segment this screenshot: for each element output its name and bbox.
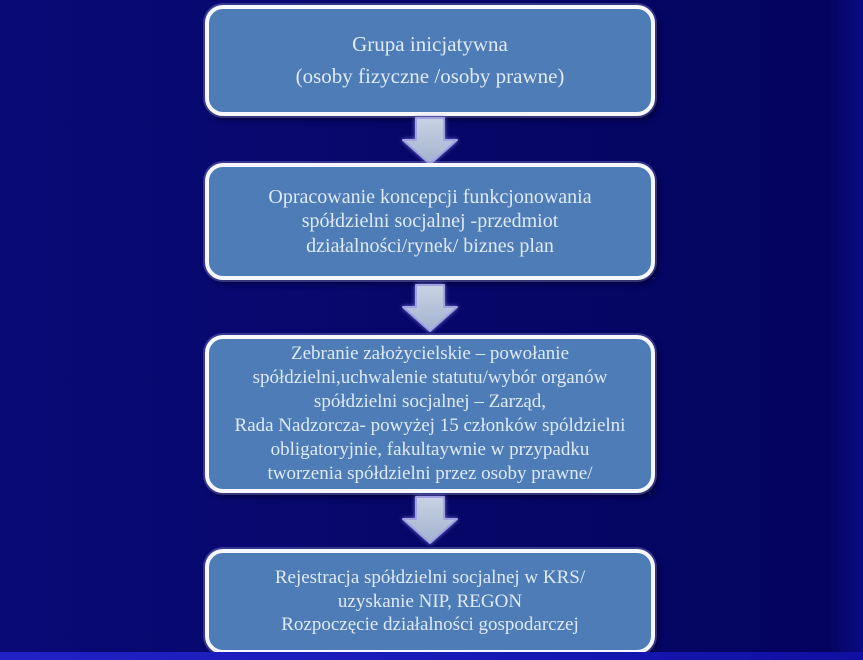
flow-step-4-line-1: Rejestracja spółdzielni socjalnej w KRS/ xyxy=(274,566,586,588)
flow-step-3-line-2: spółdzielni,uchwalenie statutu/wybór org… xyxy=(252,367,608,389)
flow-step-3-line-6: tworzenia spółdzielni przez osoby prawne… xyxy=(267,462,593,484)
flow-step-1-line-1: Grupa inicjatywna xyxy=(352,32,508,56)
flow-step-2-line-1: Opracowanie koncepcji funkcjonowania xyxy=(268,185,592,208)
flow-step-1: Grupa inicjatywna (osoby fizyczne /osoby… xyxy=(205,5,655,116)
flow-step-4: Rejestracja spółdzielni socjalnej w KRS/… xyxy=(205,549,655,654)
flow-step-4-line-2: uzyskanie NIP, REGON xyxy=(337,590,523,612)
flow-step-4-line-3: Rozpoczęcie działalności gospodarczej xyxy=(281,614,579,636)
flow-step-2-line-3: działalności/rynek/ biznes plan xyxy=(306,234,554,257)
down-arrow-icon xyxy=(402,496,458,544)
flow-step-3-line-5: obligatoryjnie, fakultaywnie w przypadku xyxy=(270,438,590,460)
flow-step-2: Opracowanie koncepcji funkcjonowania spó… xyxy=(205,163,655,280)
down-arrow-icon xyxy=(402,284,458,332)
down-arrow-icon xyxy=(402,117,458,165)
flow-step-2-line-2: spółdzielni socjalnej -przedmiot xyxy=(301,210,559,233)
slide-bottom-strip xyxy=(0,652,863,660)
flow-step-1-line-2: (osoby fizyczne /osoby prawne) xyxy=(295,63,565,88)
flow-step-3-line-4: Rada Nadzorcza- powyżej 15 członków spól… xyxy=(234,415,626,436)
flow-step-3: Zebranie założycielskie – powołanie spół… xyxy=(205,335,655,493)
flow-step-3-line-3: spółdzielni socjalnej – Zarząd, xyxy=(313,391,547,413)
flow-step-3-line-1: Zebranie założycielskie – powołanie xyxy=(290,343,569,365)
